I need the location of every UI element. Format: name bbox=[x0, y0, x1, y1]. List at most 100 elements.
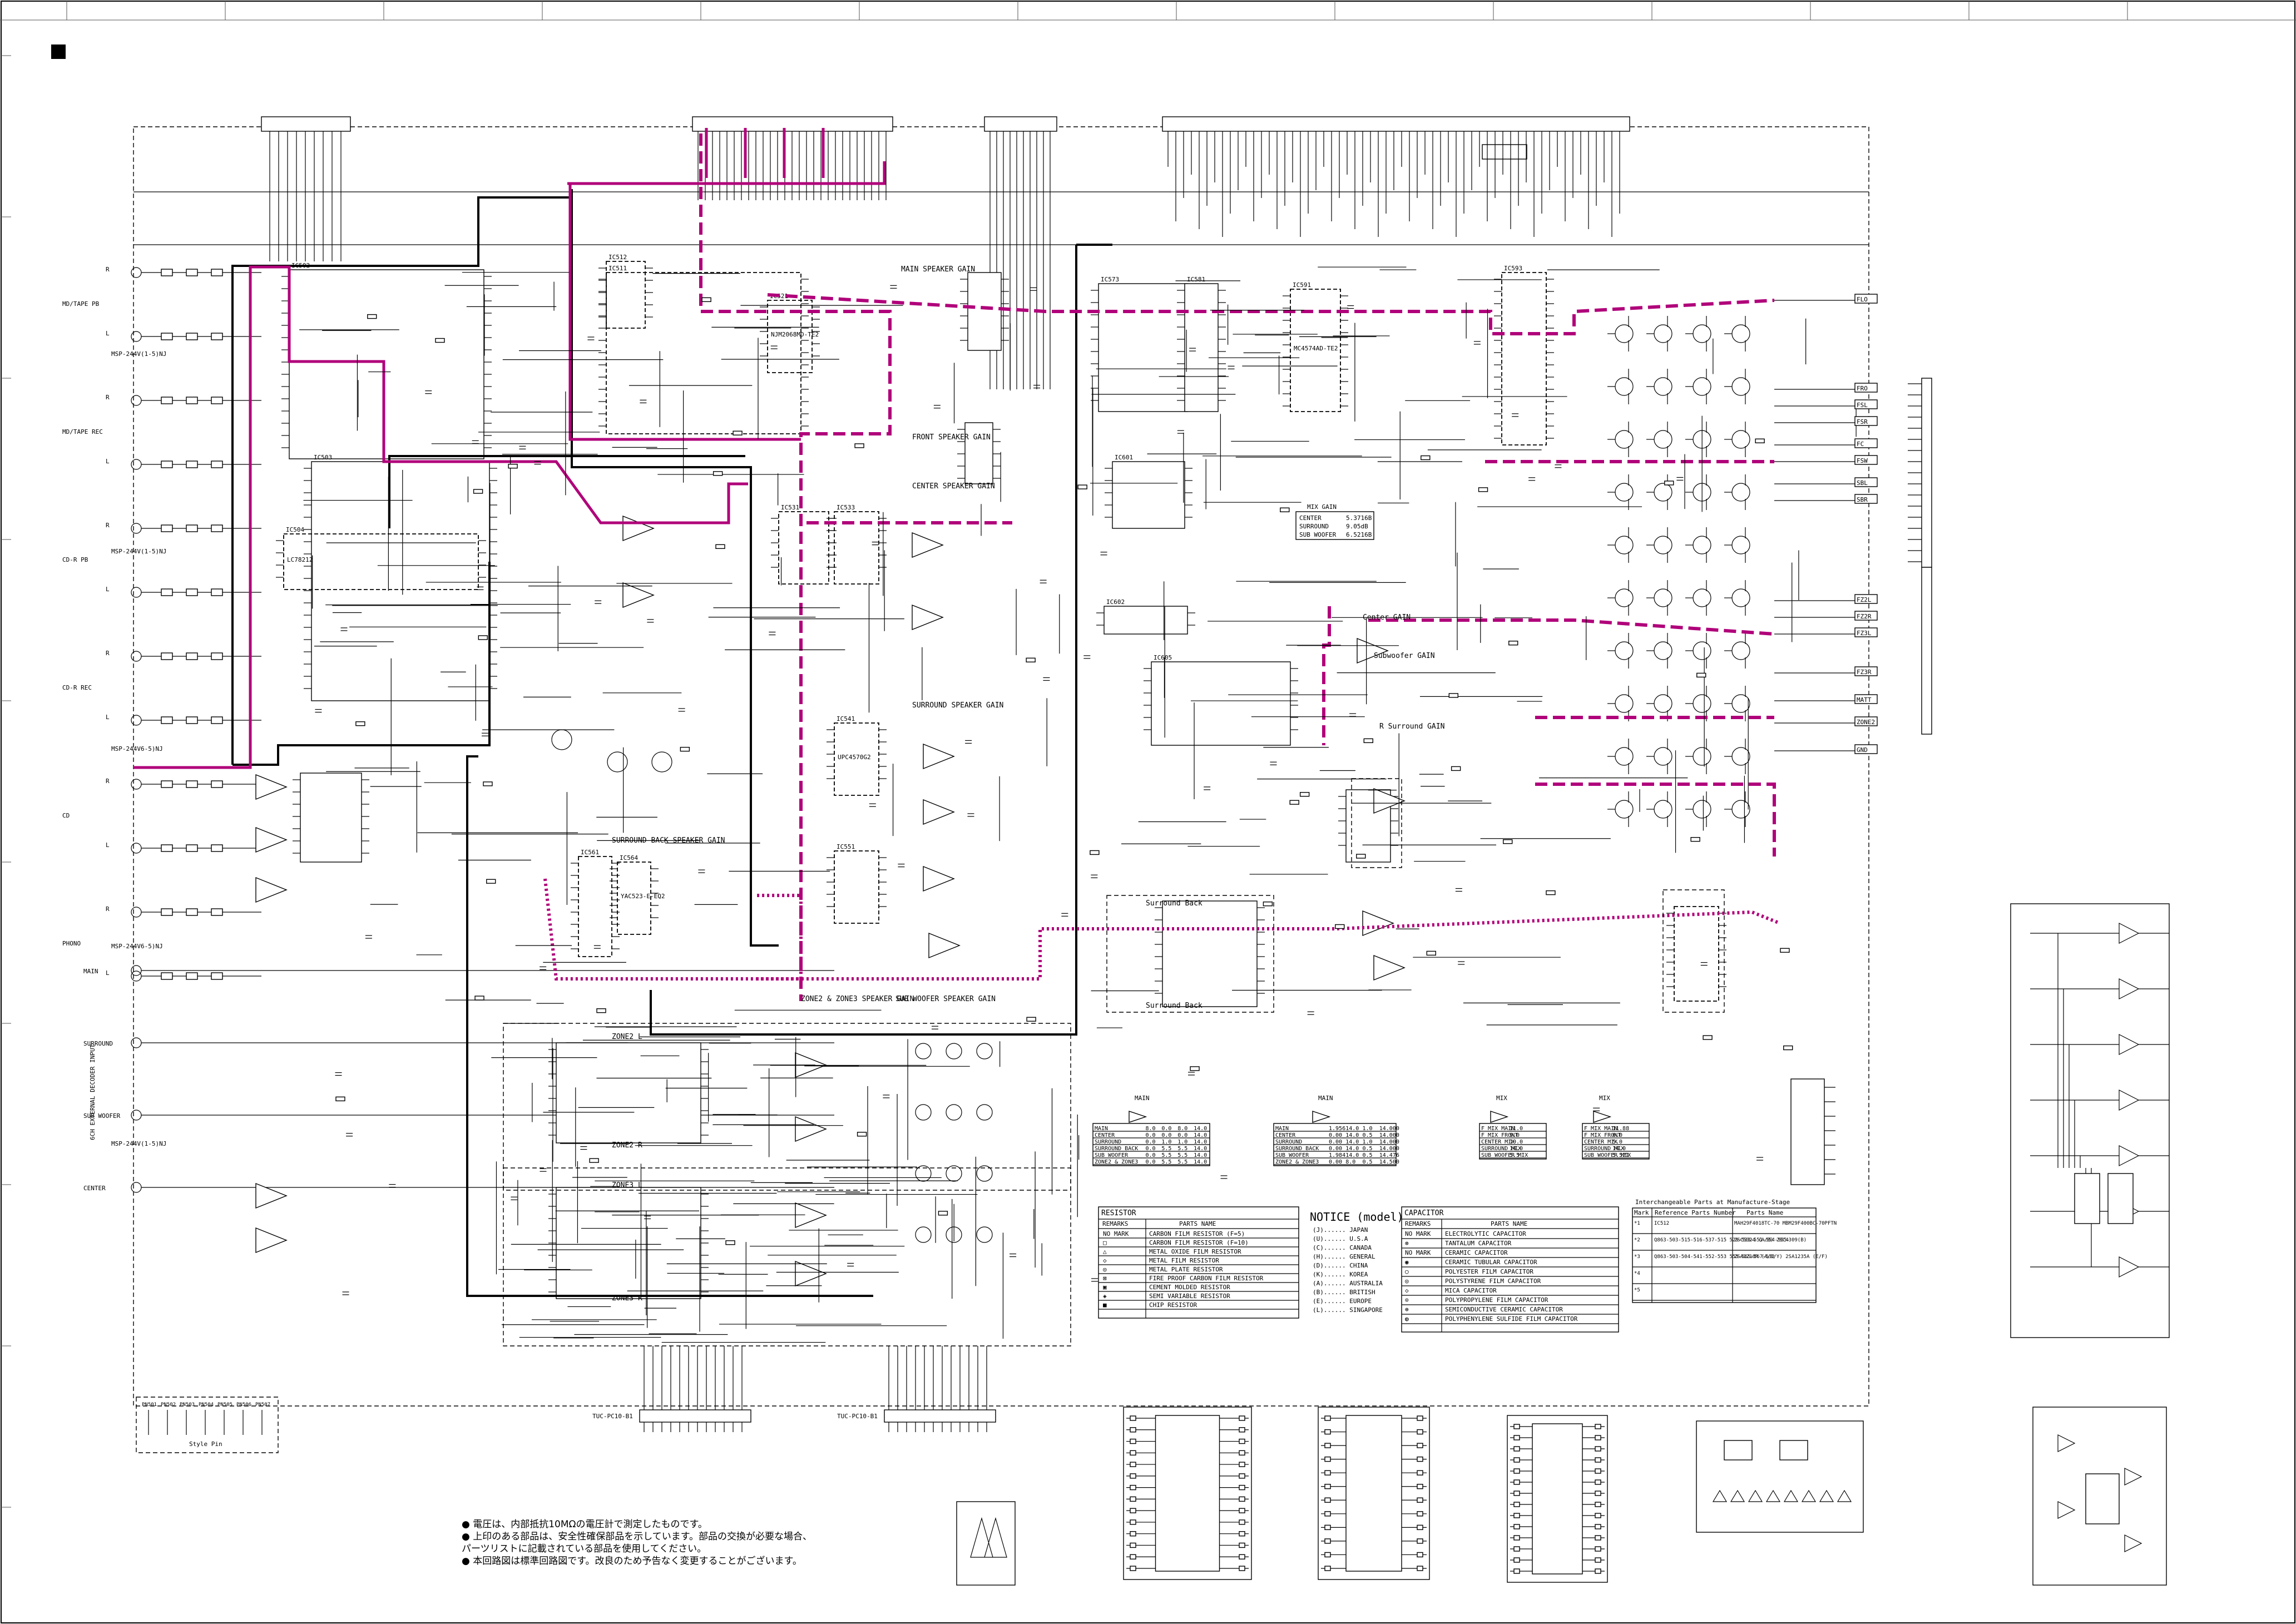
transistor bbox=[1693, 536, 1711, 554]
ic-block bbox=[1098, 283, 1188, 412]
svg-text:PARTS NAME: PARTS NAME bbox=[1179, 1220, 1216, 1227]
model-code: (U)...... U.S.A bbox=[1313, 1235, 1368, 1242]
transistor bbox=[1693, 747, 1711, 766]
gain-cell: 8.0 bbox=[1345, 1159, 1355, 1165]
output-label: FZ3R bbox=[1857, 669, 1872, 676]
gain-cell: SURROUND BACK bbox=[1275, 1146, 1319, 1152]
gain-cell: 0.5 bbox=[1363, 1132, 1373, 1138]
gain-cell: 14.0 bbox=[1345, 1132, 1359, 1138]
transistor bbox=[1693, 694, 1711, 713]
output-label: FSR bbox=[1857, 418, 1868, 425]
ic-block bbox=[1112, 461, 1185, 529]
output-connector bbox=[1921, 378, 1932, 568]
interchange-cell: 2SC5324 (A/B) 2SC4309(B) bbox=[1734, 1237, 1807, 1243]
channel-label: L bbox=[106, 969, 110, 977]
gain-cell: 1.0 bbox=[1161, 1139, 1171, 1145]
resistor-mark: NO MARK bbox=[1103, 1230, 1129, 1237]
gain-cell: SUB WOOFER MIX bbox=[1584, 1152, 1631, 1158]
model-code: (K)...... KOREA bbox=[1313, 1271, 1368, 1278]
notes: ● 電圧は、内部抵抗10MΩの電圧計で測定したものです。 ● 上印のある部品は、… bbox=[462, 1519, 812, 1567]
input-jack bbox=[131, 843, 142, 854]
resistor-mark: ◈ bbox=[1103, 1293, 1107, 1300]
gain-cell: ZONE2 & ZONE3 bbox=[1095, 1159, 1138, 1165]
resistor-mark: ◎ bbox=[1103, 1266, 1107, 1273]
model-code: (B)...... BRITISH bbox=[1313, 1289, 1375, 1296]
gain-cell: F MIX MAIN bbox=[1584, 1126, 1617, 1132]
output-label: SBL bbox=[1857, 479, 1868, 487]
channel-label: L bbox=[106, 586, 110, 593]
model-code: (D)...... CHINA bbox=[1313, 1262, 1368, 1269]
gain-cell: SURROUND BACK bbox=[1095, 1146, 1138, 1152]
resistor bbox=[1696, 672, 1706, 678]
transistor bbox=[946, 1043, 962, 1059]
multi-input-label: SUB WOOFER bbox=[83, 1112, 121, 1120]
capacitor-type: CERAMIC CAPACITOR bbox=[1445, 1249, 1508, 1256]
resistor-type: CHIP RESISTOR bbox=[1149, 1301, 1197, 1309]
resistor-type: FIRE PROOF CARBON FILM RESISTOR bbox=[1149, 1275, 1264, 1282]
resistor bbox=[1077, 484, 1087, 489]
capacitor-mark: ⊙ bbox=[1405, 1296, 1409, 1304]
gain-cell: MAIN bbox=[1095, 1126, 1108, 1132]
capacitor-mark: ⊕ bbox=[1405, 1306, 1409, 1313]
section-marker bbox=[51, 44, 66, 59]
gain-cell: 5.5 bbox=[1161, 1159, 1171, 1165]
resistor bbox=[1451, 766, 1461, 771]
transistor bbox=[976, 1043, 993, 1059]
ic-ref: IC551 bbox=[837, 843, 855, 850]
capacitor-mark: ◉ bbox=[1405, 1259, 1409, 1266]
channel-label: L bbox=[106, 458, 110, 465]
resistor bbox=[483, 781, 493, 786]
resistor bbox=[596, 1008, 606, 1013]
resistor bbox=[1503, 839, 1513, 844]
chip-type: YAC523-E-EQ2 bbox=[621, 893, 665, 900]
gain-cell: 0.5 bbox=[1363, 1152, 1373, 1158]
channel-label: R bbox=[106, 778, 110, 785]
transistor bbox=[1615, 377, 1634, 396]
ic-block bbox=[617, 861, 651, 935]
input-jack bbox=[131, 331, 142, 342]
input-jack bbox=[131, 779, 142, 790]
transistor bbox=[1654, 747, 1672, 766]
label-surround-back-2: Surround Back bbox=[1146, 1002, 1203, 1010]
transistor bbox=[1731, 377, 1750, 396]
transistor bbox=[1654, 377, 1672, 396]
ic-block bbox=[1184, 283, 1219, 412]
ic-ref: IC581 bbox=[1187, 276, 1205, 283]
output-pin bbox=[1854, 694, 1878, 704]
transistor bbox=[1693, 641, 1711, 660]
resistor bbox=[733, 430, 743, 435]
multi-input-group-label: 6CH EXTERNAL DECODER INPUT bbox=[89, 1044, 96, 1140]
gain-cell: ZONE2 & ZONE3 bbox=[1275, 1159, 1319, 1165]
resistor bbox=[435, 338, 445, 343]
ic-block bbox=[1501, 272, 1547, 445]
transistor bbox=[976, 1104, 993, 1121]
chip-type: LC78212 bbox=[287, 556, 313, 563]
channel-label: R bbox=[106, 905, 110, 913]
transistor bbox=[946, 1104, 962, 1121]
gain-cell: 1.0 bbox=[1177, 1139, 1187, 1145]
gain-table-title: MAIN bbox=[1135, 1095, 1150, 1102]
gain-cell: 0.0 bbox=[1612, 1132, 1622, 1138]
gain-table bbox=[1479, 1123, 1547, 1160]
gain-cell: 14.0 bbox=[1194, 1126, 1207, 1132]
gain-table bbox=[1582, 1123, 1650, 1160]
capacitor-type: ELECTROLYTIC CAPACITOR bbox=[1445, 1230, 1526, 1237]
input-jack bbox=[131, 267, 142, 278]
gain-cell: CENTER MIX bbox=[1481, 1139, 1515, 1145]
resistor bbox=[473, 489, 483, 494]
gain-cell: SURROUND bbox=[1275, 1139, 1302, 1145]
ic-block bbox=[300, 773, 362, 863]
svg-text:Reference Parts Number: Reference Parts Number bbox=[1655, 1209, 1736, 1216]
ic-block bbox=[1162, 900, 1258, 1007]
op-amp bbox=[795, 1116, 827, 1142]
resistor bbox=[712, 471, 723, 476]
op-amp bbox=[622, 515, 655, 542]
output-label: FZ3L bbox=[1857, 630, 1872, 637]
connector-ref: MSP-244V(1-5)NJ bbox=[111, 1140, 166, 1147]
output-pin bbox=[1854, 627, 1878, 637]
transistor bbox=[1731, 324, 1750, 343]
chip-type: NJM2068MD-TE2 bbox=[771, 331, 819, 338]
capacitor-mark: ⊗ bbox=[1405, 1240, 1409, 1247]
resistor bbox=[1335, 924, 1345, 929]
